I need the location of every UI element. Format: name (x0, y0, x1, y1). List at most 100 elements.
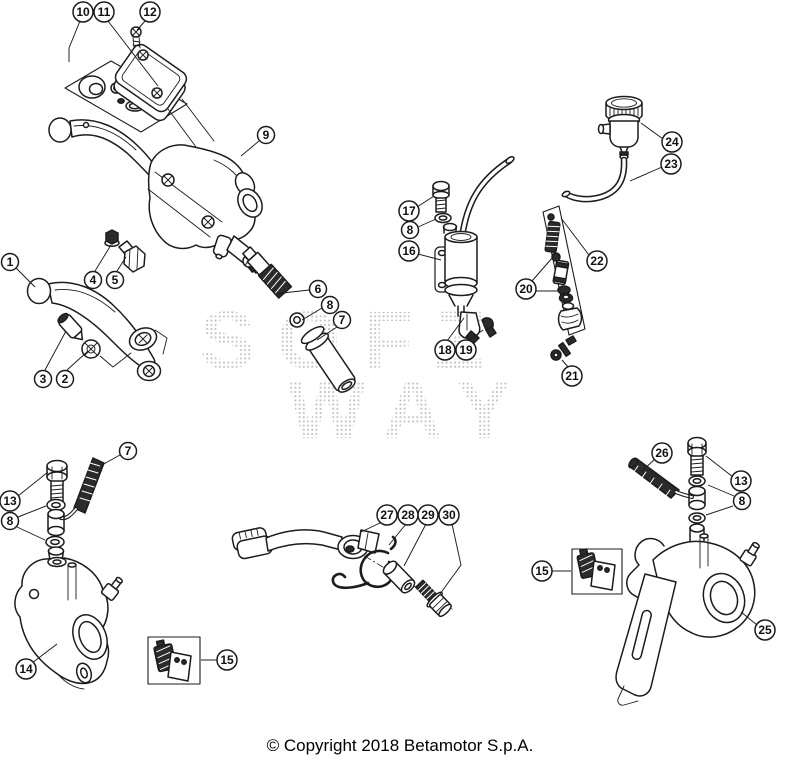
callout-leader-3 (44, 330, 67, 371)
callout-balloon (376, 504, 398, 526)
callout-number: 10 (76, 5, 90, 19)
callout-balloon (730, 470, 752, 492)
callout-balloon (754, 619, 776, 641)
callout-balloon (455, 339, 477, 361)
callout-number: 20 (519, 282, 533, 296)
front-master-cylinder-drawing (48, 117, 267, 274)
callout-number: 21 (565, 369, 579, 383)
callout-15: 15 (216, 649, 238, 671)
callout-9: 9 (256, 125, 276, 145)
callout-number: 13 (734, 474, 748, 488)
callout-number: 29 (421, 508, 435, 522)
callout-balloon (33, 369, 53, 389)
callout-22: 22 (586, 250, 608, 272)
callout-leader-7 (316, 326, 338, 341)
callout-balloon (105, 270, 125, 290)
callout-balloon (139, 1, 161, 23)
callout-number: 17 (402, 204, 416, 218)
piston-repair-kit-drawing (542, 205, 586, 361)
callout-leader-29 (403, 523, 427, 567)
callout-8: 8 (732, 491, 752, 511)
callout-20: 20 (515, 278, 537, 300)
callout-leader-16 (417, 253, 442, 261)
callout-leader-1 (15, 267, 36, 288)
callout-27: 27 (376, 504, 398, 526)
callout-15: 15 (531, 560, 553, 582)
callout-leader-2 (66, 350, 89, 371)
callout-26: 26 (651, 442, 673, 464)
callout-balloon (320, 295, 340, 315)
callout-number: 12 (143, 5, 157, 19)
brake-pedal-drawing (231, 527, 453, 618)
callout-balloon (332, 310, 352, 330)
callout-3: 3 (33, 369, 53, 389)
callout-balloon (660, 153, 682, 175)
callout-8: 8 (400, 220, 420, 240)
callout-12: 12 (139, 1, 161, 23)
callout-leader-17 (416, 195, 435, 208)
callout-8: 8 (320, 295, 340, 315)
callout-balloon (216, 649, 238, 671)
callout-leader-13 (17, 471, 49, 497)
callout-balloon (586, 250, 608, 272)
callout-leader-7 (99, 454, 121, 467)
callout-balloon (55, 369, 75, 389)
front-pads-kit-drawing (147, 636, 201, 685)
callout-number: 19 (459, 343, 473, 357)
callout-balloon (0, 252, 20, 272)
callout-leader-14 (31, 643, 58, 664)
callout-leader-24 (640, 122, 664, 140)
callout-balloon (0, 490, 21, 512)
callout-leader-22 (560, 217, 590, 256)
callout-leader-8 (417, 218, 437, 228)
callout-10: 10 (72, 1, 94, 23)
callout-number: 2 (62, 372, 69, 386)
callout-number: 1 (7, 255, 14, 269)
callout-leader-19 (467, 329, 484, 342)
callout-leader-28 (388, 523, 407, 546)
front-caliper-drawing (14, 457, 124, 690)
callout-number: 18 (438, 343, 452, 357)
callout-23: 23 (660, 153, 682, 175)
callout-leader-5 (116, 256, 127, 272)
rear-caliper-drawing (615, 436, 760, 706)
callout-number: 8 (739, 494, 746, 508)
callout-19: 19 (455, 339, 477, 361)
callout-balloon (434, 339, 456, 361)
callout-leader-4 (94, 244, 112, 272)
callout-number: 30 (442, 508, 456, 522)
callout-balloon (256, 125, 276, 145)
callout-number: 3 (40, 372, 47, 386)
callout-balloon (0, 511, 20, 531)
callout-18: 18 (434, 339, 456, 361)
callout-leader-8 (16, 526, 46, 541)
reservoir-cap-kit-drawing (64, 26, 215, 148)
callout-balloon (732, 491, 752, 511)
watermark: SOFZ WAY (200, 295, 511, 456)
callout-number: 14 (19, 662, 33, 676)
callout-number: 16 (402, 244, 416, 258)
callout-leader-13 (705, 455, 734, 478)
callout-leader-25 (740, 611, 758, 626)
callout-number: 8 (7, 514, 14, 528)
callout-number: 5 (112, 273, 119, 287)
spare-lever-drawing (26, 229, 168, 382)
callout-7: 7 (332, 310, 352, 330)
callout-29: 29 (417, 504, 439, 526)
callout-balloon (93, 1, 115, 23)
callout-balloon (515, 278, 537, 300)
callout-13: 13 (730, 470, 752, 492)
callout-number: 13 (3, 494, 17, 508)
callout-balloon (531, 560, 553, 582)
copyright-line: © Copyright 2018 Betamotor S.p.A. (266, 736, 534, 755)
callout-21: 21 (561, 365, 583, 387)
callout-balloon (661, 131, 683, 153)
callout-24: 24 (661, 131, 683, 153)
callout-number: 6 (315, 282, 322, 296)
callout-5: 5 (105, 270, 125, 290)
callout-leader-18 (446, 317, 465, 342)
callout-number: 28 (401, 508, 415, 522)
callout-number: 27 (380, 508, 394, 522)
callout-balloon (83, 270, 103, 290)
